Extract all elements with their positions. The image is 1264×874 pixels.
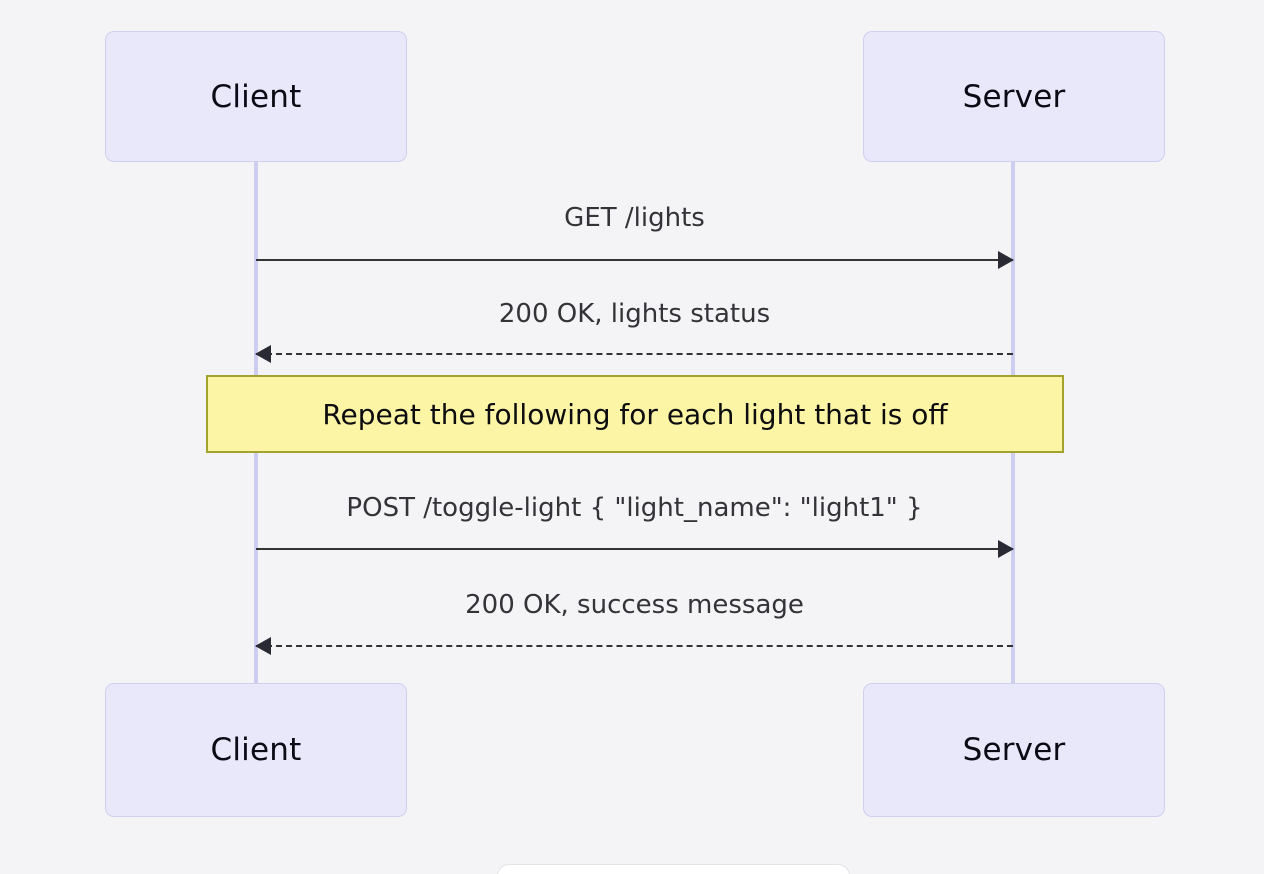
message-2-label: 200 OK, lights status: [498, 299, 771, 329]
arrowhead-right-icon: [998, 539, 1014, 558]
message-1-label: GET /lights: [564, 203, 705, 233]
participant-client-bottom[interactable]: Client: [105, 683, 407, 817]
arrowhead-left-icon: [255, 636, 271, 655]
message-4-line: [256, 645, 1013, 647]
message-3-line: [256, 548, 1013, 550]
arrowhead-right-icon: [998, 250, 1014, 269]
message-4-label: 200 OK, success message: [465, 590, 804, 620]
participant-server-bottom-label: Server: [962, 732, 1066, 768]
message-1-line: [256, 259, 1013, 261]
participant-server-top-label: Server: [962, 78, 1066, 115]
participant-client-top-label: Client: [210, 78, 302, 115]
note-loop-label: Repeat the following for each light that…: [322, 397, 948, 431]
message-2-line: [256, 353, 1013, 355]
participant-client-top[interactable]: Client: [105, 31, 407, 162]
message-3-label: POST /toggle-light { "light_name": "ligh…: [346, 493, 923, 523]
participant-server-bottom[interactable]: Server: [863, 683, 1165, 817]
participant-client-bottom-label: Client: [210, 732, 302, 768]
arrowhead-left-icon: [255, 344, 271, 363]
note-loop-box: Repeat the following for each light that…: [206, 375, 1064, 453]
participant-server-top[interactable]: Server: [863, 31, 1165, 162]
bottom-input-panel[interactable]: [497, 864, 850, 874]
